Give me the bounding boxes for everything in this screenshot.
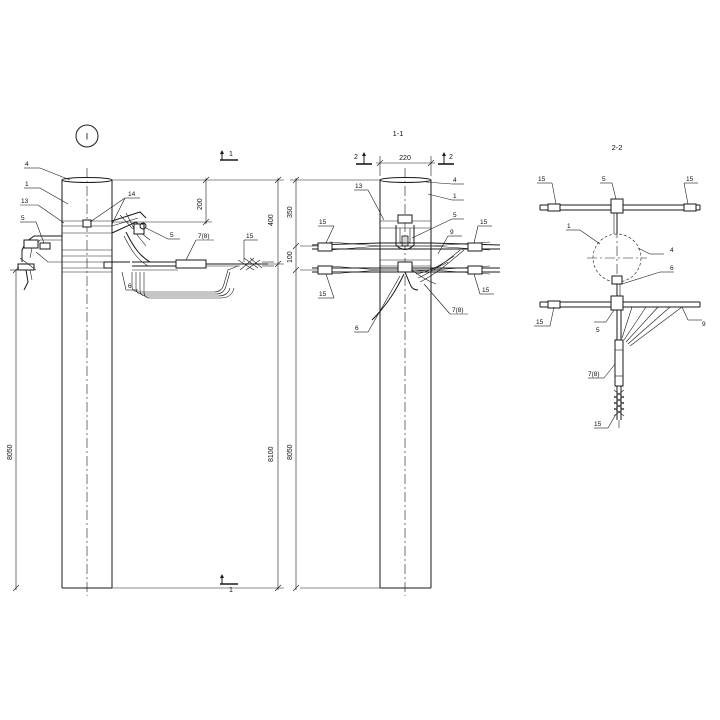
callout-7-8: 7(8): [452, 307, 464, 314]
section-mark-1-bottom: 1: [220, 574, 238, 594]
callout-15-ur: 15: [480, 219, 488, 226]
callout-1: 1: [567, 223, 571, 230]
callout-13: 13: [355, 183, 363, 190]
dim-400: 400: [268, 214, 275, 226]
callout-9: 9: [450, 229, 454, 236]
callout-1: 1: [25, 181, 29, 188]
dim-350: 350: [287, 206, 294, 218]
callout-15-ll: 15: [319, 291, 327, 298]
callouts-elevation: 4 1 13 14 5 5 7(8) 15 6: [20, 161, 258, 291]
section-1-1-dimensions: 220 350 100 8050: [287, 155, 435, 592]
callout-7-8: 7(8): [198, 233, 210, 240]
callout-15-ul: 15: [319, 219, 327, 226]
pole-elevation: [61, 168, 113, 596]
callout-5: 5: [453, 212, 457, 219]
dim-8050-mid: 8050: [287, 444, 294, 460]
upper-conductors: [311, 241, 501, 252]
callout-4: 4: [25, 161, 29, 168]
callout-7-8: 7(8): [588, 371, 600, 378]
section-mark-2-right-label: 2: [449, 154, 453, 161]
crossarm-top: [539, 198, 701, 234]
callouts-section-1-1: 13 4 1 15 5 15 9 15 15 6 7(8): [318, 177, 494, 333]
section-2-2-view: 2-2: [534, 143, 706, 429]
elevation-view: 200 400 8100 8050 1 1: [7, 150, 284, 596]
callout-15-bl: 15: [536, 319, 544, 326]
section-mark-1-bottom-label: 1: [229, 587, 233, 594]
callout-6: 6: [128, 283, 132, 290]
right-bracket: [111, 211, 151, 263]
section-2-2-title: 2-2: [612, 143, 623, 152]
left-bracket: [17, 235, 62, 291]
callout-15: 15: [246, 233, 254, 240]
lower-conductors: [312, 261, 500, 275]
callout-15-lr: 15: [482, 287, 490, 294]
dim-8050-left: 8050: [7, 444, 14, 460]
dim-100: 100: [287, 251, 294, 263]
callout-5-top: 5: [602, 176, 606, 183]
section-mark-1-top-label: 1: [229, 151, 233, 158]
callout-15-bottom: 15: [594, 421, 602, 428]
callout-1: 1: [453, 193, 457, 200]
section-mark-2-right: 2: [438, 152, 454, 165]
suspension-clamp-top: [395, 214, 415, 250]
callout-9: 9: [702, 321, 706, 328]
section-mark-2-left: 2: [354, 152, 372, 165]
callout-15-tl: 15: [538, 176, 546, 183]
section-1-1-view: 1-1: [287, 129, 501, 596]
branch-cables-1-1: [371, 249, 465, 321]
dim-200: 200: [197, 198, 204, 210]
callout-5-right: 5: [170, 232, 174, 239]
callouts-section-2-2: 15 5 15 1 4 6 15 5 9 7(8) 15: [534, 176, 706, 429]
sheet-mark: I: [75, 124, 99, 148]
dim-220: 220: [399, 155, 411, 162]
section-1-1-title: 1-1: [393, 129, 404, 138]
dim-8100: 8100: [268, 446, 275, 462]
callout-15-tr: 15: [686, 176, 694, 183]
elevation-dimensions: 200 400 8100 8050: [7, 176, 284, 592]
callout-4: 4: [670, 247, 674, 254]
cable-bundle-elevation: [123, 231, 274, 299]
callout-5-left: 5: [21, 215, 25, 222]
callout-6: 6: [355, 325, 359, 332]
callout-5-bottom: 5: [596, 327, 600, 334]
sheet-mark-label: I: [86, 132, 89, 142]
callout-4: 4: [453, 177, 457, 184]
crossarm-bottom: [539, 275, 701, 311]
section-mark-1-top: 1: [220, 150, 238, 161]
callout-14: 14: [128, 191, 136, 198]
pole-section-1-1: [379, 168, 432, 596]
callout-13: 13: [21, 198, 29, 205]
dropdown-bundle: [613, 306, 683, 428]
callout-6: 6: [670, 265, 674, 272]
section-mark-2-left-label: 2: [354, 154, 358, 161]
